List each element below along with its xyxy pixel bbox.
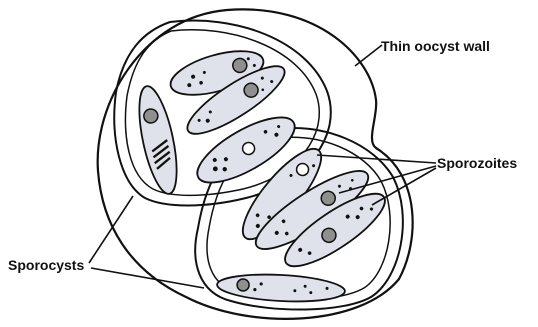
leader-line-sporocyst-lower [91,268,204,288]
leader-line-oocyst-wall [355,45,382,66]
leader-line-sporocyst-upper [89,196,133,263]
leader-line-sporozoite-3 [372,168,436,205]
oocyst-wall-label: Thin oocyst wall [381,39,490,53]
sporozoite-lower-4 [216,272,345,305]
sporozoites-label: Sporozoites [437,156,517,170]
sporocysts-label: Sporocysts [8,258,84,272]
sporozoite-upper-4 [132,83,184,197]
